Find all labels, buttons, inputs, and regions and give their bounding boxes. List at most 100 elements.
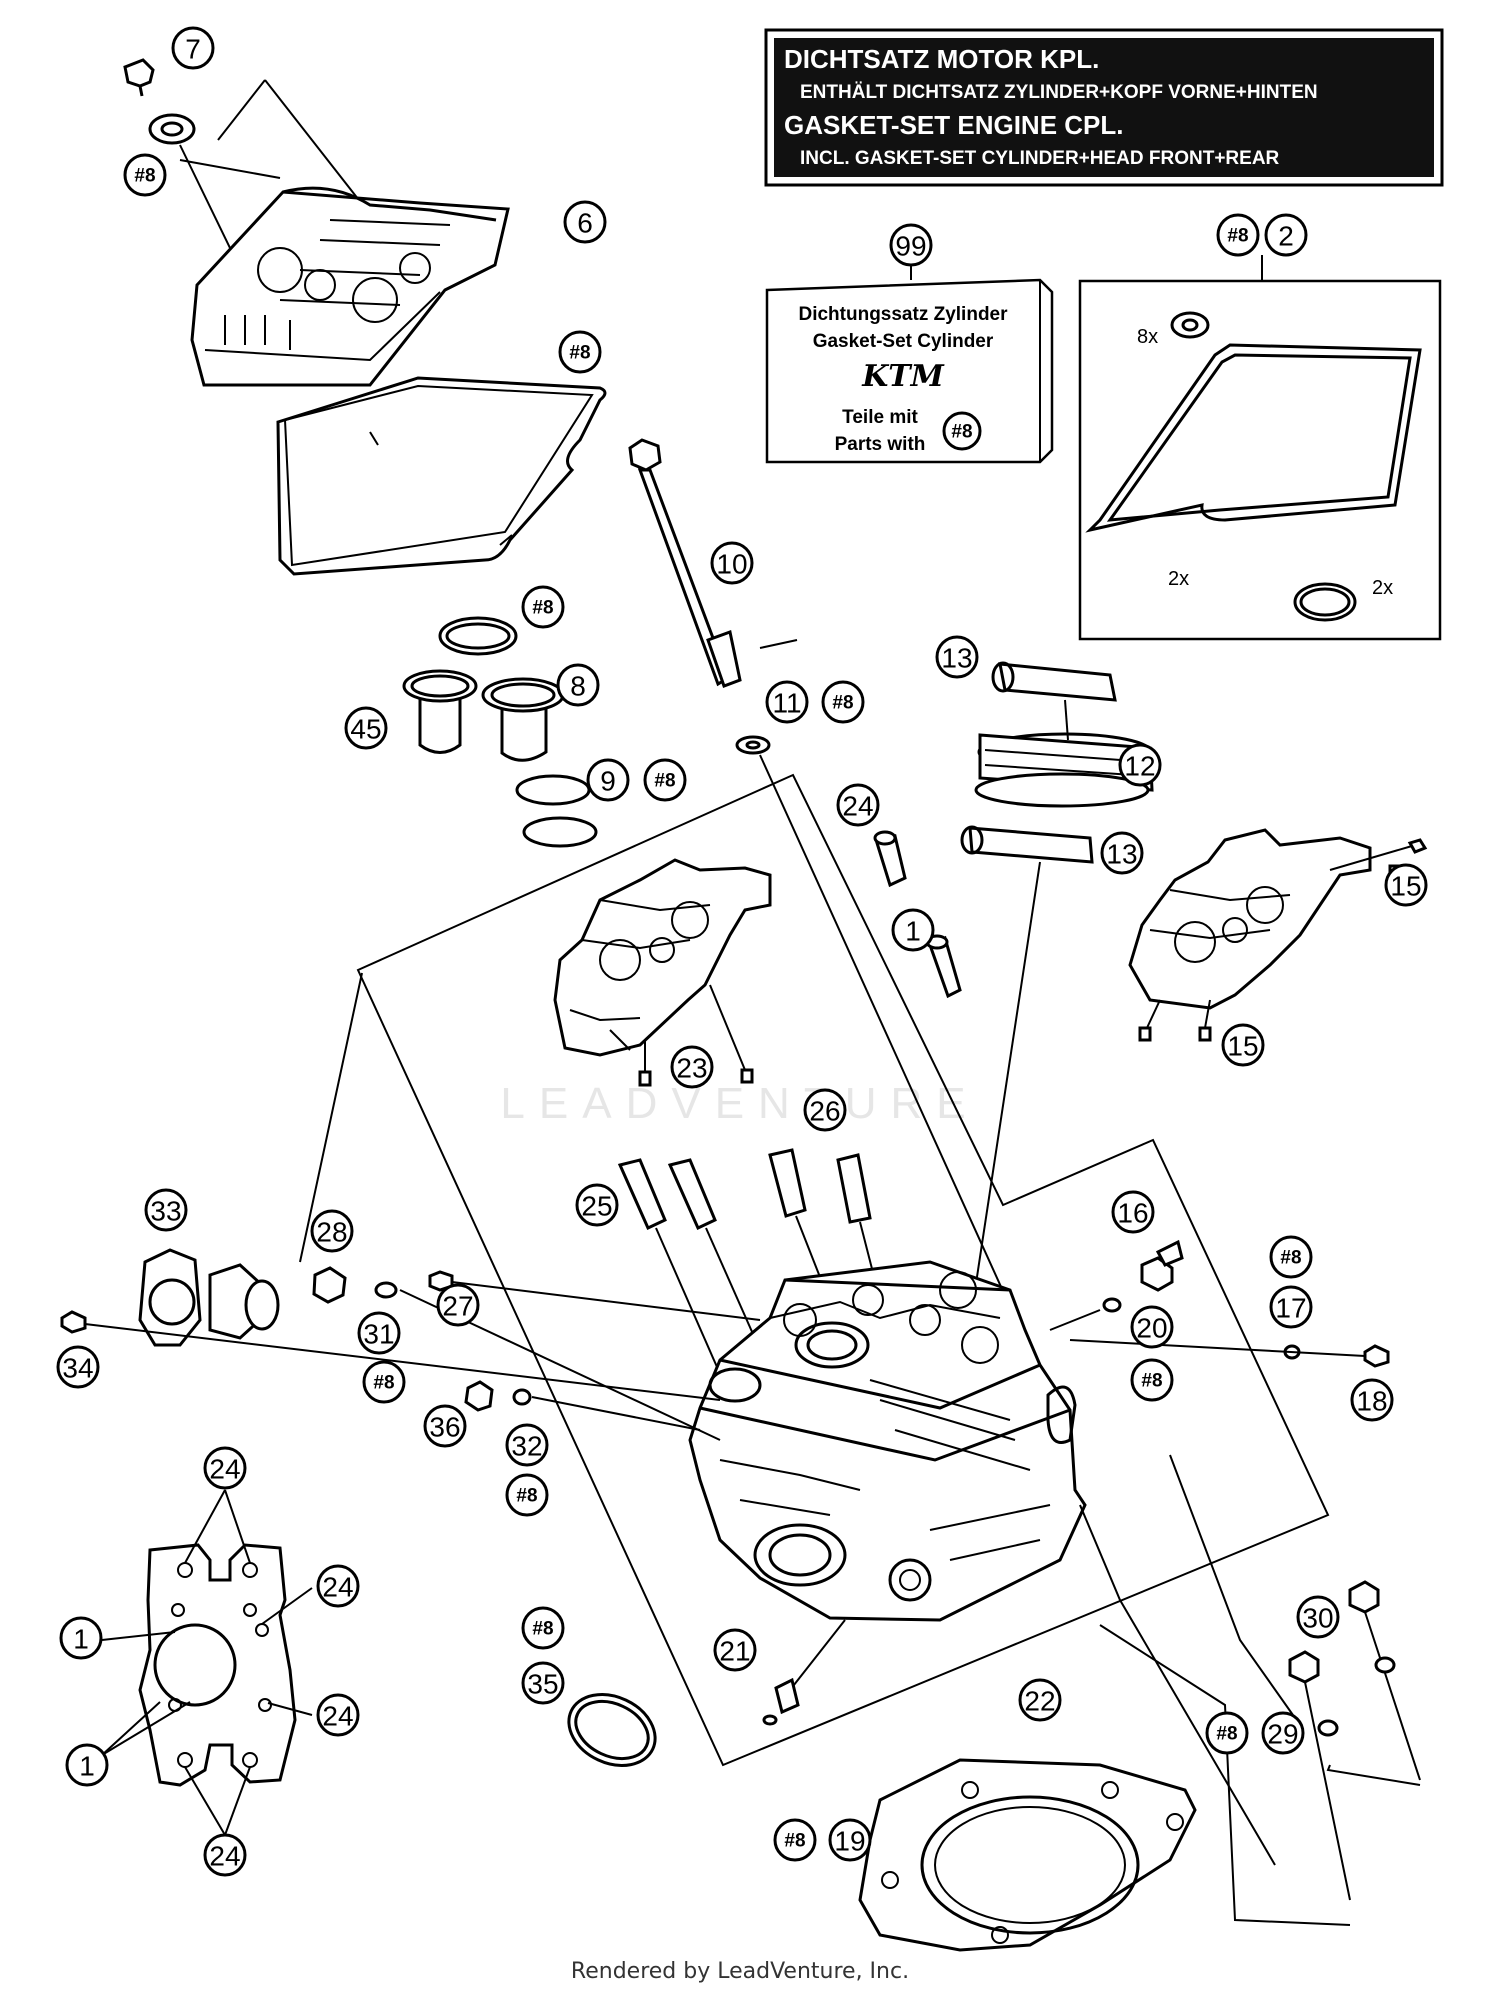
callout-8: 8 [570, 671, 586, 702]
tag-8: #8 [373, 1373, 394, 1394]
callout-12: 12 [1124, 751, 1155, 782]
callout-34: 34 [62, 1353, 93, 1384]
valve-cover-icon [190, 190, 510, 387]
bolts-29-30 [1079, 1454, 1421, 1926]
callout-9: 9 [600, 766, 616, 797]
head-gasket-plate [101, 1489, 313, 1836]
label-line-4: INCL. GASKET-SET CYLINDER+HEAD FRONT+REA… [800, 148, 1280, 169]
cam-carrier-right [1128, 828, 1428, 1042]
callout-6: 6 [577, 208, 593, 239]
label-line-3: GASKET-SET ENGINE CPL. [784, 110, 1124, 140]
callout-10: 10 [716, 549, 747, 580]
callout-1: 1 [905, 916, 921, 947]
callout-22: 22 [1024, 1686, 1055, 1717]
label-line-1: DICHTSATZ MOTOR KPL. [784, 44, 1099, 74]
callout-24-right-lower: 24 [322, 1701, 353, 1732]
tag-8: #8 [1216, 1724, 1237, 1745]
kit-line-3: Teile mit [842, 407, 918, 428]
callout-18: 18 [1356, 1386, 1387, 1417]
stud-bolt [628, 438, 1008, 1301]
callout-25: 25 [581, 1191, 612, 1222]
callout-24-bottom: 24 [209, 1841, 240, 1872]
callout-24: 24 [842, 791, 873, 822]
callout-33: 33 [150, 1196, 181, 1227]
cylinder-gasket-kit-box: 99 Dichtungssatz Zylinder Gasket-Set Cyl… [765, 223, 1054, 464]
qty-8x: 8x [1137, 326, 1158, 348]
leader-lines [299, 639, 798, 1263]
callout-7: 7 [185, 34, 201, 65]
cover-bolt-icon [123, 58, 155, 88]
tag-8: #8 [532, 598, 553, 619]
callout-32: 32 [511, 1431, 542, 1462]
cylinder-head [688, 1260, 1087, 1622]
callout-13-lower: 13 [1106, 839, 1137, 870]
qty-2x-gasket: 2x [1168, 568, 1189, 590]
valve-cover-gasket [276, 376, 607, 576]
callout-45: 45 [350, 714, 381, 745]
valve-cover-gasket-icon [1085, 343, 1422, 533]
qty-2x-ring: 2x [1372, 577, 1393, 599]
spark-plug-tubes [402, 616, 598, 848]
callout-15-lower: 15 [1227, 1031, 1258, 1062]
left-side-parts [60, 1248, 761, 1441]
tag-8: #8 [532, 1619, 553, 1640]
footer-credit: Rendered by LeadVenture, Inc. [571, 1959, 909, 1984]
tag-8: #8 [784, 1831, 805, 1852]
callout-1-left-lower: 1 [79, 1751, 95, 1782]
callout-13: 13 [941, 643, 972, 674]
callout-23: 23 [676, 1053, 707, 1084]
tag-8: #8 [1280, 1248, 1301, 1269]
tag-8: #8 [1227, 226, 1248, 247]
kit-line-1: Dichtungssatz Zylinder [798, 304, 1008, 325]
callout-2: 2 [1278, 221, 1294, 252]
camshaft-bearing [960, 661, 1154, 1291]
o-ring-35 [567, 1693, 657, 1767]
seal-ring-icon [1170, 311, 1210, 339]
tag-8: #8 [832, 693, 853, 714]
callout-35: 35 [527, 1669, 558, 1700]
dowel-21 [762, 1619, 846, 1726]
bolt-seal-icon [148, 113, 196, 145]
kit-line-2: Gasket-Set Cylinder [813, 331, 994, 352]
callout-24-right: 24 [322, 1572, 353, 1603]
right-side-parts [1049, 1239, 1390, 1368]
callout-29: 29 [1267, 1719, 1298, 1750]
callout-27: 27 [442, 1291, 473, 1322]
tag-8: #8 [569, 343, 590, 364]
valve-cover-group [123, 58, 510, 387]
kit-line-4: Parts with [835, 434, 926, 455]
callout-20: 20 [1136, 1313, 1167, 1344]
dowel-pin-and-bolt [873, 830, 962, 999]
callout-16: 16 [1117, 1198, 1148, 1229]
tag-8: #8 [134, 166, 155, 187]
tag-8: #8 [654, 771, 675, 792]
cam-carrier-left [553, 858, 772, 1087]
callout-28: 28 [316, 1217, 347, 1248]
valve-guides [617, 1148, 881, 1466]
callout-31: 31 [363, 1319, 394, 1350]
assembly-outline [356, 773, 1330, 1767]
watermark: LEADVENTURE [500, 1079, 979, 1128]
tag-8: #8 [1141, 1371, 1162, 1392]
callouts: 7 #8 6 #8 10 #8 8 45 9 #8 11 #8 13 [56, 26, 1428, 1877]
callout-36: 36 [429, 1412, 460, 1443]
callout-17: 17 [1275, 1293, 1306, 1324]
callout-19: 19 [834, 1826, 865, 1857]
kit-tag: #8 [951, 422, 972, 443]
callout-99: 99 [895, 231, 926, 262]
gasket-set-label: DICHTSATZ MOTOR KPL. ENTHÄLT DICHTSATZ Z… [764, 28, 1444, 187]
ktm-logo: KTM [861, 359, 944, 394]
label-line-2: ENTHÄLT DICHTSATZ ZYLINDER+KOPF VORNE+HI… [800, 82, 1318, 103]
callout-26: 26 [809, 1096, 840, 1127]
tag-8: #8 [516, 1486, 537, 1507]
callout-15: 15 [1390, 871, 1421, 902]
callout-30: 30 [1302, 1603, 1333, 1634]
callout-11: 11 [772, 688, 801, 719]
callout-24-top: 24 [209, 1454, 240, 1485]
valve-cover-gasket-kit: #8 2 8x 2x 2x [1078, 213, 1442, 641]
callout-21: 21 [719, 1636, 750, 1667]
o-ring-icon [1293, 582, 1357, 622]
callout-1-left: 1 [73, 1624, 89, 1655]
head-gasket-19 [858, 1758, 1197, 1952]
